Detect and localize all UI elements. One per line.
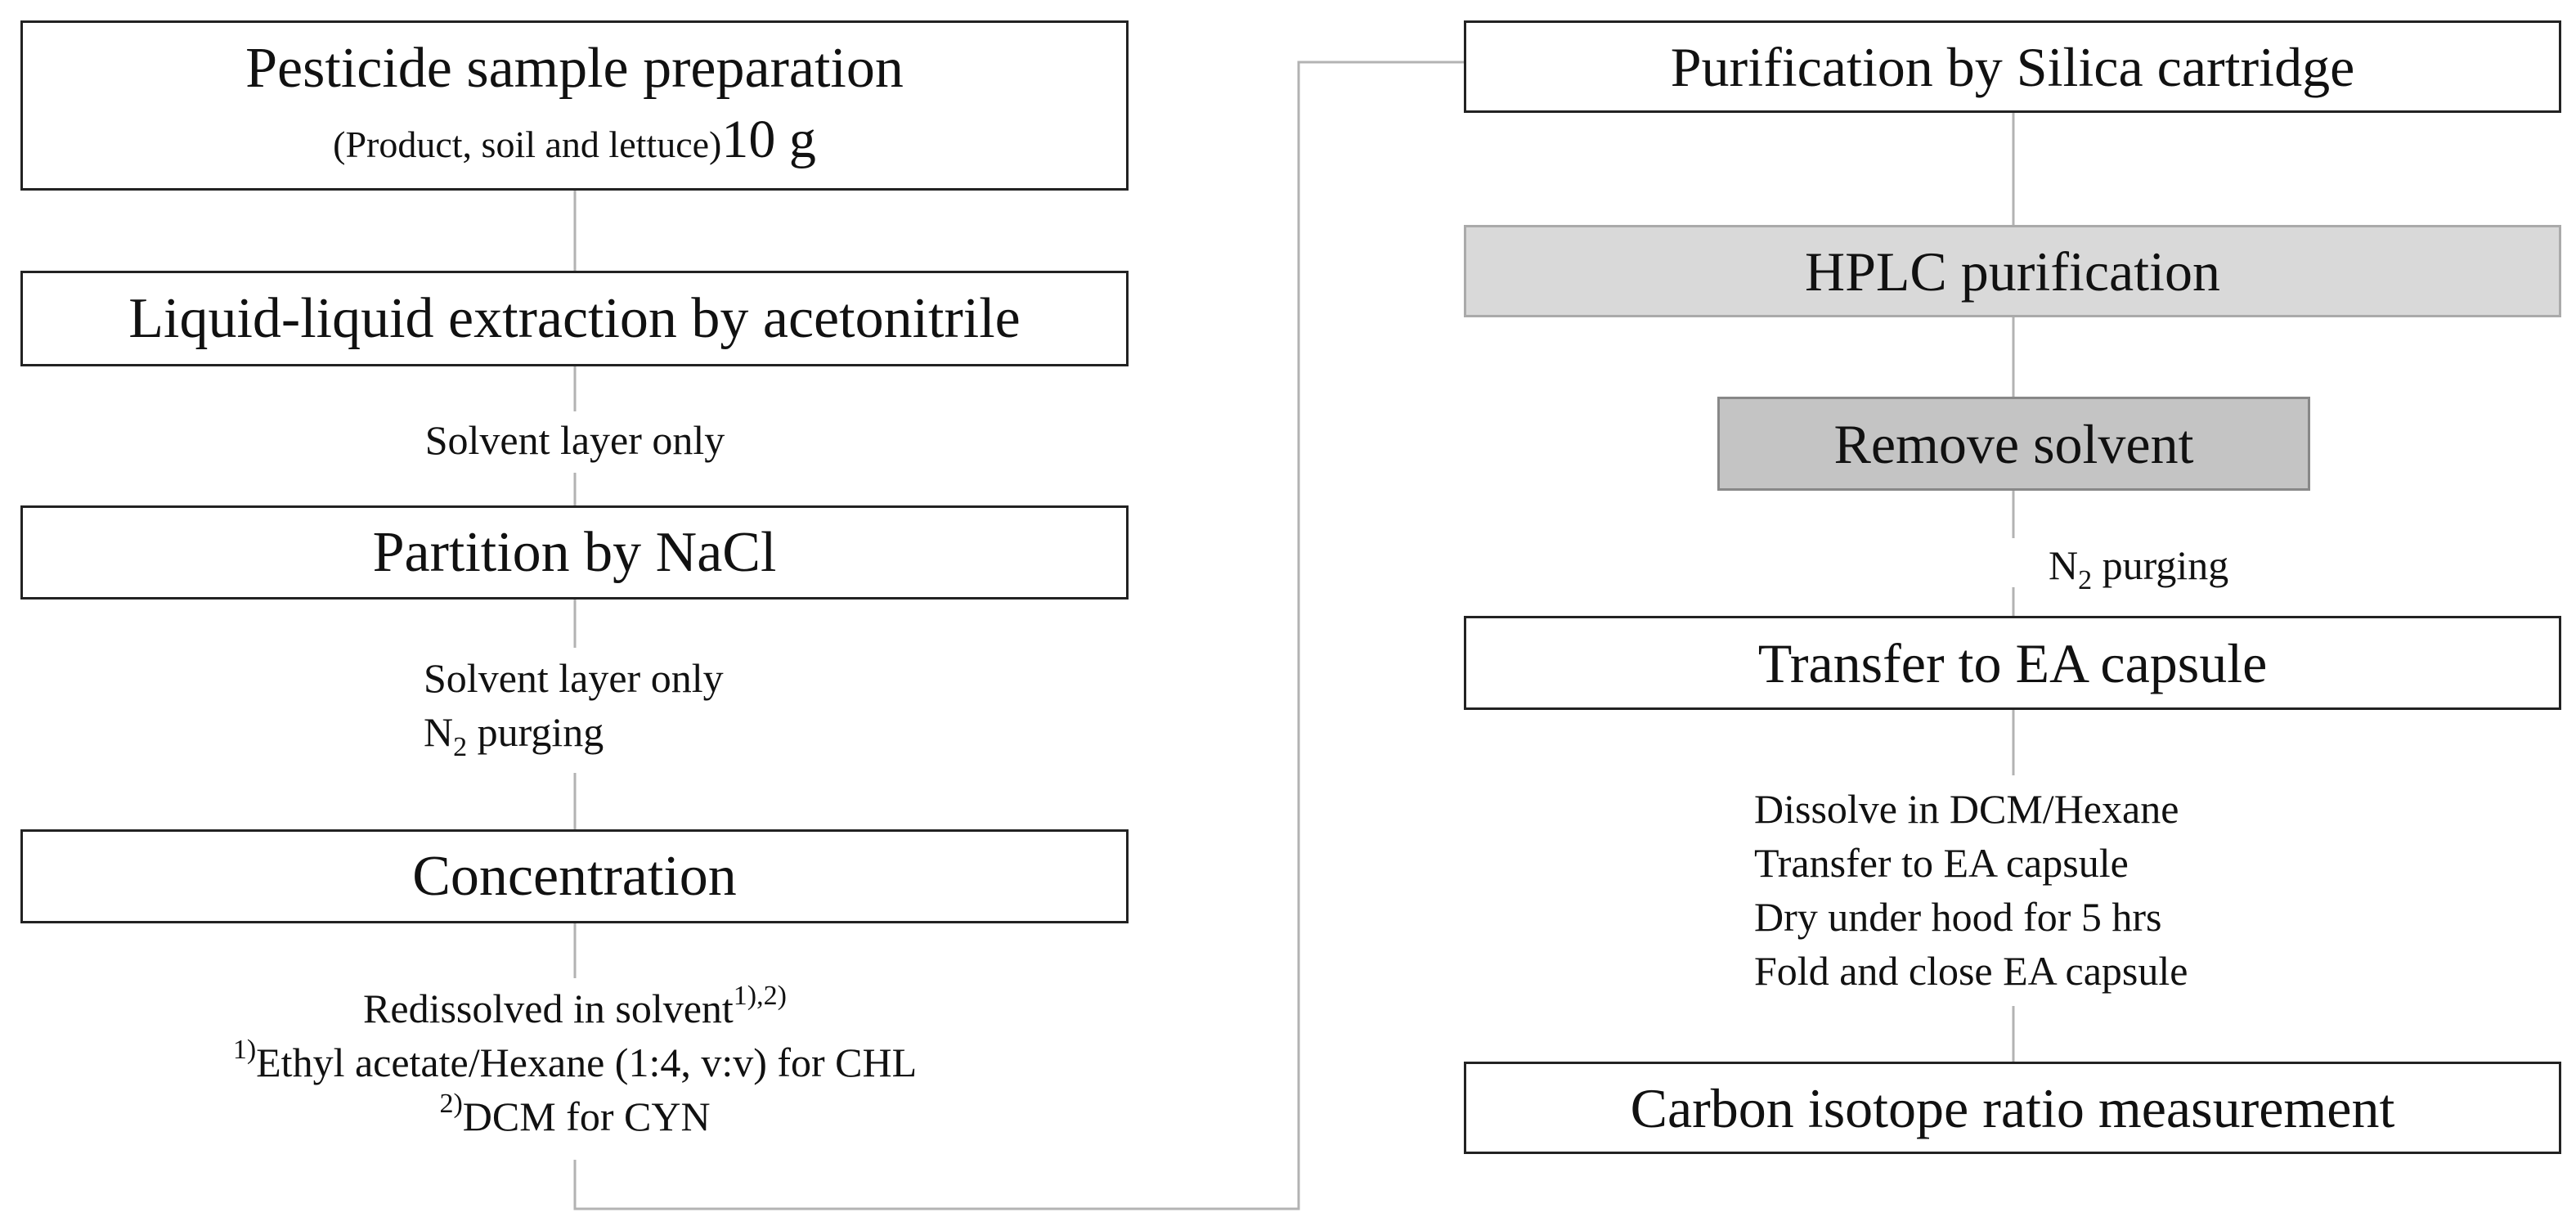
- carbon-isotope-box: Carbon isotope ratio measurement: [1464, 1062, 2561, 1154]
- transfer-capsule-box: Transfer to EA capsule: [1464, 616, 2561, 710]
- remove-solvent-title: Remove solvent: [1833, 412, 2194, 475]
- redissolve-line-3-text: DCM for CYN: [462, 1094, 711, 1139]
- carbon-isotope-title: Carbon isotope ratio measurement: [1630, 1076, 2395, 1139]
- capsule-step-1: Dissolve in DCM/Hexane: [1754, 786, 2179, 832]
- silica-purification-title: Purification by Silica cartridge: [1670, 35, 2355, 98]
- extraction-title: Liquid-liquid extraction by acetonitrile: [128, 286, 1021, 350]
- hplc-purification-title: HPLC purification: [1804, 240, 2221, 303]
- n2-left-subscript: 2: [453, 732, 468, 762]
- capsule-steps: Dissolve in DCM/Hexane Transfer to EA ca…: [1754, 782, 2188, 998]
- partition-notes: Solvent layer only N2 purging: [424, 651, 724, 762]
- n2-purging-note-left: N2 purging: [424, 705, 724, 762]
- redissolve-line-2-footnote-mark: 1): [232, 1035, 257, 1065]
- solvent-layer-note-1-text: Solvent layer only: [424, 417, 725, 463]
- redissolve-line-3: 2)DCM for CYN: [166, 1089, 984, 1143]
- n2-left-symbol: N: [424, 709, 454, 755]
- redissolve-line-1-text: Redissolved in solvent: [363, 986, 734, 1031]
- redissolve-line-2-text: Ethyl acetate/Hexane (1:4, v:v) for CHL: [256, 1040, 918, 1085]
- redissolve-line-1-footnote-marks: 1),2): [733, 981, 787, 1011]
- capsule-step-2: Transfer to EA capsule: [1754, 840, 2129, 886]
- capsule-step-4: Fold and close EA capsule: [1754, 948, 2188, 994]
- n2-right-symbol: N: [2049, 542, 2079, 588]
- concentration-title: Concentration: [412, 844, 737, 908]
- sample-preparation-detail: (Product, soil and lettuce)10 g: [333, 109, 816, 171]
- redissolve-notes: Redissolved in solvent1),2) 1)Ethyl acet…: [166, 981, 984, 1143]
- sample-preparation-title: Pesticide sample preparation: [245, 37, 904, 100]
- redissolve-line-1: Redissolved in solvent1),2): [166, 981, 984, 1035]
- solvent-layer-note-2: Solvent layer only: [424, 655, 724, 701]
- extraction-box: Liquid-liquid extraction by acetonitrile: [20, 271, 1129, 366]
- n2-purging-note-right: N2 purging: [2049, 538, 2229, 595]
- sample-preparation-amount: 10 g: [721, 110, 816, 169]
- sample-preparation-box: Pesticide sample preparation (Product, s…: [20, 20, 1129, 191]
- silica-purification-box: Purification by Silica cartridge: [1464, 20, 2561, 113]
- transfer-capsule-title: Transfer to EA capsule: [1757, 631, 2268, 694]
- redissolve-line-3-footnote-mark: 2): [439, 1089, 463, 1119]
- partition-box: Partition by NaCl: [20, 505, 1129, 600]
- connector-left-to-right: [573, 61, 1464, 1210]
- n2-right-text: purging: [2092, 542, 2229, 588]
- sample-preparation-materials: (Product, soil and lettuce): [333, 123, 722, 165]
- n2-right-subscript: 2: [2078, 565, 2093, 595]
- concentration-box: Concentration: [20, 829, 1129, 923]
- hplc-purification-box: HPLC purification: [1464, 225, 2561, 317]
- partition-title: Partition by NaCl: [372, 520, 777, 584]
- n2-left-text: purging: [467, 709, 604, 755]
- remove-solvent-box: Remove solvent: [1717, 397, 2310, 491]
- capsule-step-3: Dry under hood for 5 hrs: [1754, 894, 2162, 940]
- solvent-layer-note-1: Solvent layer only: [330, 413, 820, 467]
- redissolve-line-2: 1)Ethyl acetate/Hexane (1:4, v:v) for CH…: [166, 1035, 984, 1089]
